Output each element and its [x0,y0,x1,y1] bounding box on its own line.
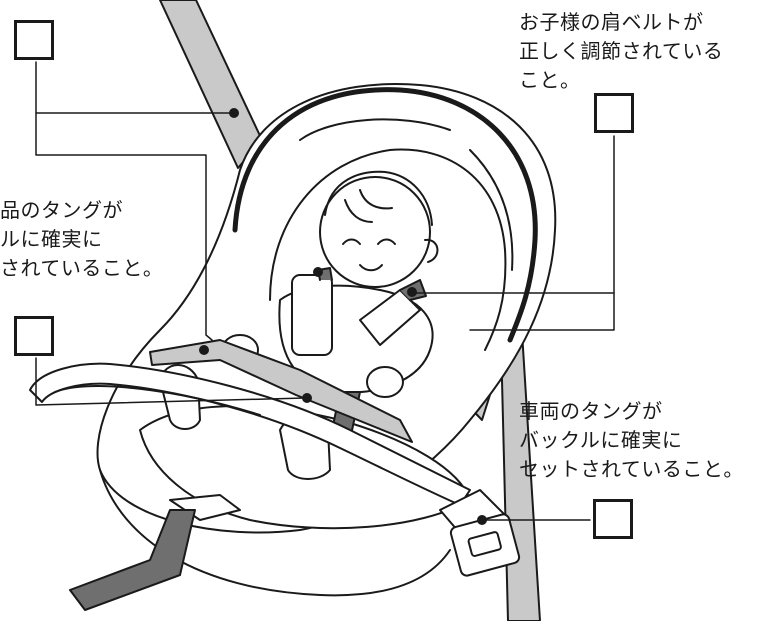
label-seat-tongue-line2: ルに確実に [0,227,103,251]
leader-shoulder-belt [469,135,615,331]
child-hair-curl [344,189,393,223]
vehicle-shoulder-belt [159,0,263,169]
carry-handle-inner [54,385,261,416]
label-vehicle-tongue: 車両のタングが バックルに確実に セットされていること。 [519,397,744,484]
label-vehicle-tongue-line1: 車両のタングが [519,399,663,423]
checkbox-vehicle-tongue[interactable] [593,499,633,539]
label-shoulder-belt-line1: お子様の肩ベルトが [519,10,704,34]
lap-belt-point-left [199,345,209,355]
child-ear [424,238,439,263]
shoulder-pad-left [291,274,333,356]
canopy-rib-1 [299,118,451,141]
checkbox-top-left[interactable] [14,20,54,60]
label-shoulder-belt-line2: 正しく調節されている [519,39,724,63]
lap-belt [149,339,413,443]
label-shoulder-belt: お子様の肩ベルトが 正しく調節されている こと。 [519,8,723,95]
label-vehicle-tongue-line3: セットされていること。 [519,457,744,481]
carrier-base [99,469,451,597]
leader-seat-tongue [35,357,306,406]
harness-point-1 [313,267,323,277]
label-shoulder-belt-line3: こと。 [519,68,581,92]
shoulder-pad-right [359,289,421,346]
child-hair [324,170,433,226]
label-seat-tongue-line1: 品のタングが [0,198,123,222]
child-mouth [359,264,383,272]
harness-point-2 [407,287,417,297]
label-vehicle-tongue-line2: バックルに確実に [519,428,683,452]
leader-top-left [35,61,213,341]
child-eye-left [342,238,361,245]
checkbox-seat-tongue[interactable] [14,316,54,356]
under-belt [69,509,196,611]
checkbox-shoulder-belt[interactable] [594,93,634,133]
child-eye-right [377,238,396,245]
canopy-edge [232,87,538,343]
child-hand-right [366,366,404,398]
canopy-rib-2 [469,149,514,271]
label-seat-tongue: 品のタングが ルに確実に されていること。 [0,196,163,283]
label-seat-tongue-line3: されていること。 [0,256,164,280]
vehicle-buckle-button [467,531,502,557]
